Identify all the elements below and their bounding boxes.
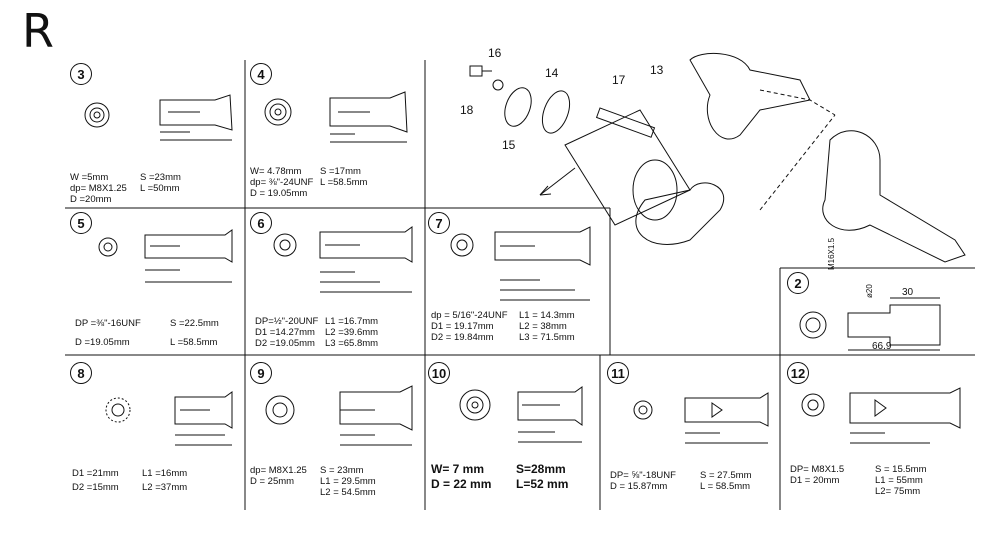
shaft-sketch-11 — [633, 392, 769, 444]
oil-seal-15 — [504, 87, 532, 127]
shaft-sketch-12 — [801, 387, 961, 444]
part-label-15: 15 — [502, 138, 516, 152]
dim-diameter: ø20 — [865, 284, 874, 298]
key-17 — [595, 107, 656, 138]
shaft-sketch-9 — [265, 385, 413, 446]
dim-length-2: 66.9 — [872, 341, 892, 352]
part-label-14: 14 — [545, 66, 559, 80]
part-label-18: 18 — [460, 103, 474, 117]
crank-13 — [689, 52, 811, 140]
shaft-sketch-10 — [459, 386, 583, 443]
panel-number-12: 12 — [787, 362, 809, 384]
shaft-sketch-8 — [105, 391, 233, 446]
dim-length-1: 30 — [902, 287, 914, 298]
crankshaft-exploded-view — [469, 52, 966, 263]
panel-number-7: 7 — [428, 212, 450, 234]
panel-number-8: 8 — [70, 362, 92, 384]
panel-number-6: 6 — [250, 212, 272, 234]
panel-number-3: 3 — [70, 63, 92, 85]
shaft-sketch-7 — [450, 226, 591, 301]
panel-number-9: 9 — [250, 362, 272, 384]
shaft-sketch-3 — [84, 94, 233, 141]
shaft-sketch-5 — [98, 229, 233, 283]
page-letter: R — [22, 4, 54, 58]
part-label-16: 16 — [488, 46, 502, 60]
shaft-sketch-6 — [273, 226, 413, 293]
panel-number-10: 10 — [428, 362, 450, 384]
panel-number-2: 2 — [787, 272, 809, 294]
part-label-17: 17 — [612, 73, 626, 87]
bolt-18 — [469, 65, 483, 77]
dim-thread: M16X1.5 — [827, 237, 836, 270]
panel-number-5: 5 — [70, 212, 92, 234]
panel-number-4: 4 — [250, 63, 272, 85]
ring-14 — [541, 90, 571, 134]
part-label-13: 13 — [650, 63, 664, 77]
panel-number-11: 11 — [607, 362, 629, 384]
gear — [632, 159, 678, 221]
shaft-sketch-4 — [264, 91, 408, 143]
shaft-sketch-2 — [799, 297, 941, 351]
washer-16 — [492, 79, 504, 91]
